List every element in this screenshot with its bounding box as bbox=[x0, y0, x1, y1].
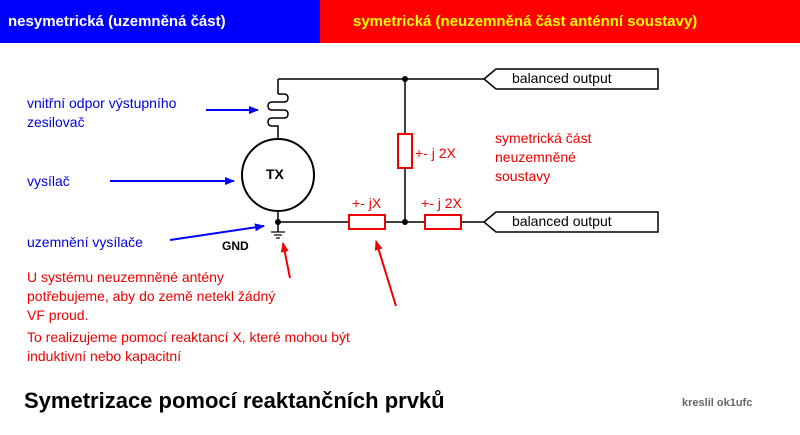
arrow-grounding bbox=[169, 223, 265, 241]
label-reactance-bottom: +- j 2X bbox=[421, 195, 462, 211]
junction-bottom bbox=[402, 219, 408, 225]
series-reactance bbox=[348, 214, 386, 230]
label-tx: TX bbox=[266, 166, 284, 182]
label-internal-resistance-2: zesilovač bbox=[27, 114, 85, 130]
output-top-tag bbox=[482, 68, 659, 90]
output-bottom-tag bbox=[482, 211, 659, 233]
bottom-reactance bbox=[424, 214, 462, 230]
junction-top bbox=[402, 76, 408, 82]
label-transmitter: vysílač bbox=[27, 173, 70, 189]
internal-resistance-coil bbox=[267, 93, 289, 139]
label-sym-part-2: neuzemněné bbox=[495, 149, 576, 165]
vertical-reactance bbox=[397, 133, 413, 169]
arrow-reactance bbox=[374, 240, 397, 307]
arrow-no-current bbox=[280, 242, 291, 279]
header-unbalanced: nesymetrická (uzemněná část) bbox=[0, 0, 320, 43]
page-title: Symetrizace pomocí reaktančních prvků bbox=[24, 388, 445, 413]
label-reactance-series: +- jX bbox=[352, 195, 382, 211]
output-bottom-label: balanced output bbox=[512, 213, 612, 229]
note-reactance-1: To realizujeme pomocí reaktancí X, které… bbox=[27, 329, 350, 345]
note-reactance-2: induktivní nebo kapacitní bbox=[27, 348, 182, 364]
author-credit: kreslil ok1ufc bbox=[682, 397, 753, 409]
note-no-current-3: VF proud. bbox=[27, 307, 89, 323]
header-balanced: symetrická (neuzemněná část anténní sous… bbox=[320, 0, 800, 43]
junction-ground bbox=[275, 219, 281, 225]
label-gnd: GND bbox=[222, 239, 249, 253]
label-reactance-vertical: +- j 2X bbox=[415, 145, 456, 161]
label-sym-part-1: symetrická část bbox=[495, 130, 592, 146]
label-grounding: uzemnění vysílače bbox=[27, 234, 143, 250]
note-no-current-2: potřebujeme, aby do země netekl žádný bbox=[27, 288, 276, 304]
label-internal-resistance-1: vnitřní odpor výstupního bbox=[27, 95, 177, 111]
output-top-label: balanced output bbox=[512, 70, 612, 86]
note-no-current-1: U systému neuzemněné antény bbox=[27, 269, 224, 285]
label-sym-part-3: soustavy bbox=[495, 168, 551, 184]
